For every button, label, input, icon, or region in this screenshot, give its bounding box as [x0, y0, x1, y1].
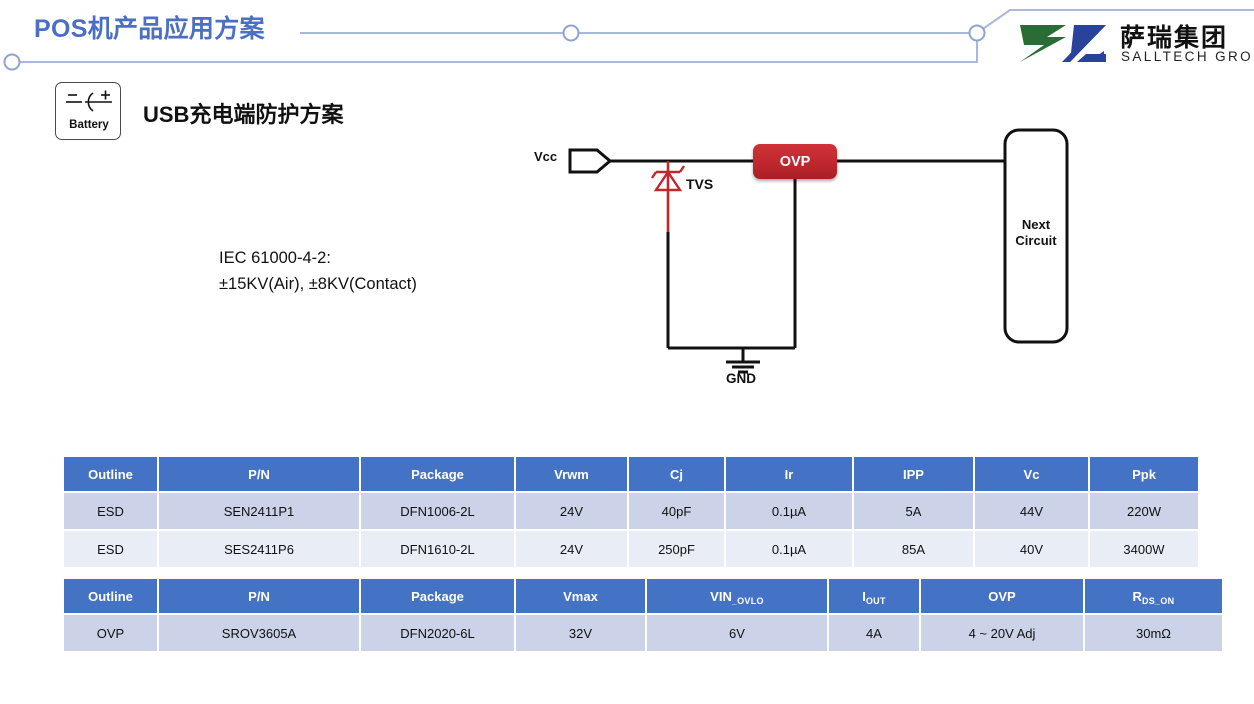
table-cell: 0.1µA [726, 531, 852, 567]
column-header: IPP [854, 457, 973, 491]
logo-text-cn: 萨瑞集团 [1120, 24, 1229, 52]
spec-note: IEC 61000-4-2: ±15KV(Air), ±8KV(Contact) [219, 245, 417, 297]
column-header: P/N [159, 579, 359, 613]
table-cell: 24V [516, 531, 627, 567]
column-header: Outline [64, 579, 157, 613]
column-header: Vc [975, 457, 1088, 491]
label-gnd: GND [726, 371, 756, 386]
label-vcc: Vcc [534, 149, 558, 164]
ovp-block: OVP [753, 144, 837, 179]
column-header: Outline [64, 457, 157, 491]
column-header: VIN_OVLO [647, 579, 827, 613]
table-cell: 24V [516, 493, 627, 529]
page-title: POS机产品应用方案 [34, 15, 265, 43]
label-next-circuit: Next Circuit [1010, 217, 1062, 249]
column-header: Ir [726, 457, 852, 491]
column-header: Vmax [516, 579, 645, 613]
table-cell: ESD [64, 531, 157, 567]
battery-badge: Battery [55, 82, 121, 140]
brand-logo: 萨瑞集团 SALLTECH GROUP [1010, 18, 1254, 70]
battery-icon [66, 90, 112, 112]
next-circuit-line2: Circuit [1015, 233, 1057, 248]
table-cell: ESD [64, 493, 157, 529]
column-header: Package [361, 457, 514, 491]
table-cell: DFN1006-2L [361, 493, 514, 529]
column-header: IOUT [829, 579, 919, 613]
table-cell: SEN2411P1 [159, 493, 359, 529]
logo-mark-icon [1020, 25, 1106, 62]
spec-note-line1: IEC 61000-4-2: [219, 249, 331, 267]
table-cell: 220W [1090, 493, 1198, 529]
table-cell: 32V [516, 615, 645, 651]
table-cell: 40pF [629, 493, 724, 529]
table-cell: 30mΩ [1085, 615, 1222, 651]
logo-text-en: SALLTECH GROUP [1121, 49, 1254, 64]
spec-note-line2: ±15KV(Air), ±8KV(Contact) [219, 275, 417, 293]
section-title: USB充电端防护方案 [143, 102, 344, 127]
table-cell: 4 ~ 20V Adj [921, 615, 1083, 651]
table-cell: 6V [647, 615, 827, 651]
ovp-block-label: OVP [779, 153, 811, 170]
next-circuit-line1: Next [1021, 217, 1051, 232]
table-cell: 40V [975, 531, 1088, 567]
column-header: RDS_ON [1085, 579, 1222, 613]
table-cell: OVP [64, 615, 157, 651]
table-cell: 0.1µA [726, 493, 852, 529]
table-cell: 3400W [1090, 531, 1198, 567]
table-cell: 4A [829, 615, 919, 651]
column-header: Vrwm [516, 457, 627, 491]
column-header: OVP [921, 579, 1083, 613]
table-cell: 5A [854, 493, 973, 529]
table-cell: 85A [854, 531, 973, 567]
table-cell: 44V [975, 493, 1088, 529]
table-cell: DFN2020-6L [361, 615, 514, 651]
column-header: Ppk [1090, 457, 1198, 491]
table-cell: SES2411P6 [159, 531, 359, 567]
table-cell: SROV3605A [159, 615, 359, 651]
circuit-diagram [568, 128, 1069, 374]
table-cell: DFN1610-2L [361, 531, 514, 567]
column-header: Cj [629, 457, 724, 491]
battery-label: Battery [69, 119, 109, 131]
column-header: Package [361, 579, 514, 613]
column-header: P/N [159, 457, 359, 491]
label-tvs: TVS [686, 176, 714, 192]
table-cell: 250pF [629, 531, 724, 567]
